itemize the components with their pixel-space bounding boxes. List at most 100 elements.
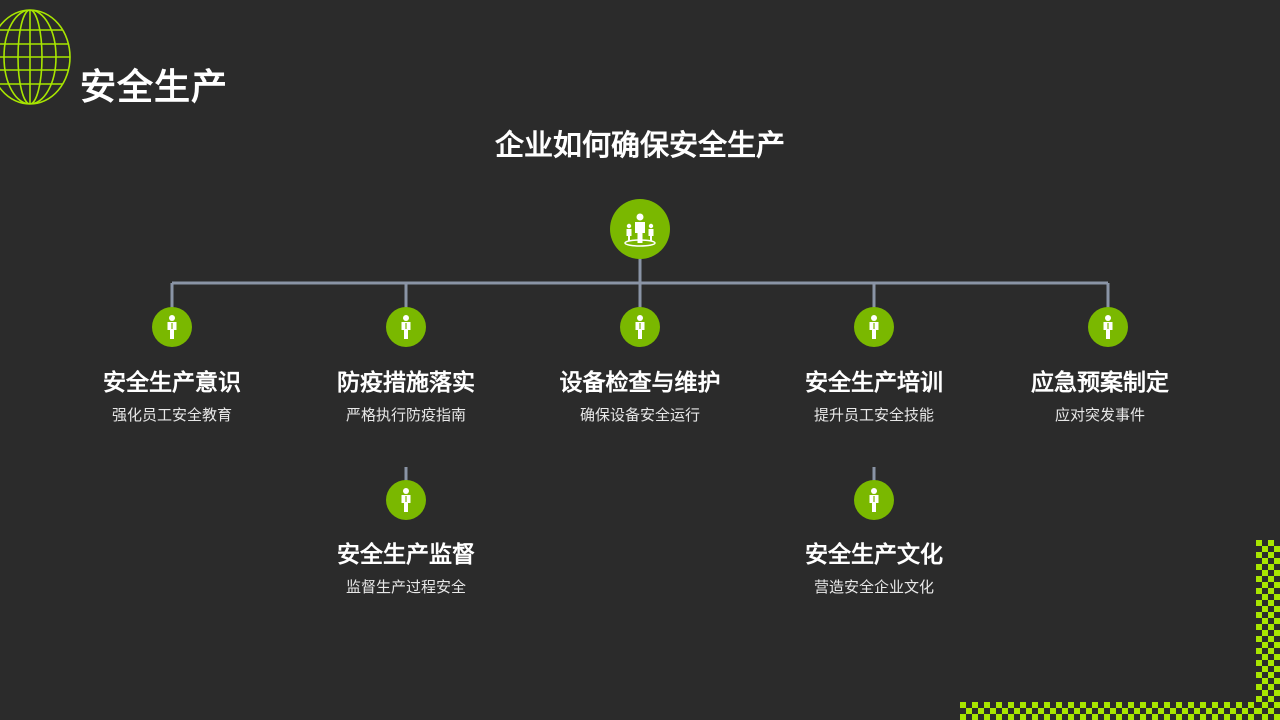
checker-square xyxy=(996,714,1002,720)
checker-square xyxy=(1074,708,1080,714)
checker-square xyxy=(1274,702,1280,708)
checker-square xyxy=(1274,582,1280,588)
checker-square xyxy=(1256,696,1262,702)
checker-square xyxy=(1274,666,1280,672)
checker-square xyxy=(1236,702,1242,708)
checker-square xyxy=(1274,714,1280,720)
checker-square xyxy=(1268,588,1274,594)
checker-square xyxy=(1044,702,1050,708)
checker-square xyxy=(1086,708,1092,714)
checker-square xyxy=(1268,648,1274,654)
checker-square xyxy=(960,714,966,720)
checker-pattern xyxy=(960,540,1280,720)
node-icon-5 xyxy=(1088,307,1128,347)
checker-square xyxy=(1262,630,1268,636)
checker-square xyxy=(1262,678,1268,684)
checker-square xyxy=(1256,540,1262,546)
checker-square xyxy=(1128,702,1134,708)
checker-square xyxy=(1262,714,1268,720)
checker-square xyxy=(1152,714,1158,720)
checker-square xyxy=(1268,540,1274,546)
checker-square xyxy=(1262,582,1268,588)
checker-square xyxy=(1176,714,1182,720)
checker-square xyxy=(984,714,990,720)
checker-square xyxy=(1256,648,1262,654)
checker-square xyxy=(1262,702,1268,708)
person-icon xyxy=(161,314,183,340)
subnode-subtitle-1: 监督生产过程安全 xyxy=(296,576,516,597)
person-icon xyxy=(395,314,417,340)
checker-square xyxy=(1152,702,1158,708)
checker-square xyxy=(1032,714,1038,720)
checker-square xyxy=(1256,600,1262,606)
checker-square xyxy=(1026,708,1032,714)
checker-square xyxy=(1092,702,1098,708)
checker-square xyxy=(1164,714,1170,720)
checker-square xyxy=(1068,702,1074,708)
checker-square xyxy=(1008,714,1014,720)
checker-square xyxy=(1056,702,1062,708)
checker-square xyxy=(1262,546,1268,552)
checker-square xyxy=(1242,708,1248,714)
checker-square xyxy=(1274,618,1280,624)
person-icon xyxy=(863,487,885,513)
checker-square xyxy=(1274,594,1280,600)
checker-square xyxy=(1262,558,1268,564)
checker-square xyxy=(1104,702,1110,708)
checker-square xyxy=(1254,708,1260,714)
checker-square xyxy=(1274,630,1280,636)
checker-square xyxy=(1268,600,1274,606)
checker-square xyxy=(1056,714,1062,720)
subnode-title-2: 安全生产文化 xyxy=(764,535,984,569)
checker-square xyxy=(1268,612,1274,618)
person-icon xyxy=(629,314,651,340)
root-node xyxy=(610,199,670,259)
checker-square xyxy=(1262,606,1268,612)
checker-square xyxy=(1274,654,1280,660)
node-title-5: 应急预案制定 xyxy=(990,363,1210,397)
checker-square xyxy=(1212,702,1218,708)
subnode-title-1: 安全生产监督 xyxy=(296,535,516,569)
checker-square xyxy=(1248,714,1254,720)
checker-square xyxy=(1008,702,1014,708)
checker-square xyxy=(1140,702,1146,708)
checker-square xyxy=(1268,624,1274,630)
node-subtitle-3: 确保设备安全运行 xyxy=(530,404,750,425)
checker-square xyxy=(1122,708,1128,714)
checker-square xyxy=(1080,702,1086,708)
checker-square xyxy=(1268,564,1274,570)
node-icon-3 xyxy=(620,307,660,347)
checker-square xyxy=(1274,690,1280,696)
checker-square xyxy=(1020,714,1026,720)
checker-square xyxy=(1268,576,1274,582)
node-subtitle-5: 应对突发事件 xyxy=(990,404,1210,425)
checker-square xyxy=(1274,606,1280,612)
checker-square xyxy=(1274,570,1280,576)
checker-square xyxy=(1256,624,1262,630)
checker-square xyxy=(1104,714,1110,720)
checker-square xyxy=(1256,672,1262,678)
person-icon xyxy=(395,487,417,513)
node-title-2: 防疫措施落实 xyxy=(296,363,516,397)
person-icon xyxy=(1097,314,1119,340)
checker-square xyxy=(1092,714,1098,720)
node-subtitle-2: 严格执行防疫指南 xyxy=(296,404,516,425)
checker-square xyxy=(1256,576,1262,582)
checker-square xyxy=(972,702,978,708)
checker-square xyxy=(1262,594,1268,600)
checker-square xyxy=(1256,588,1262,594)
checker-square xyxy=(1268,636,1274,642)
checker-square xyxy=(1116,714,1122,720)
checker-square xyxy=(1274,558,1280,564)
checker-square xyxy=(1098,708,1104,714)
checker-square xyxy=(966,708,972,714)
checker-square xyxy=(1134,708,1140,714)
checker-square xyxy=(1014,708,1020,714)
checker-square xyxy=(1224,714,1230,720)
checker-square xyxy=(1268,708,1274,714)
checker-square xyxy=(1146,708,1152,714)
node-title-3: 设备检查与维护 xyxy=(530,363,750,397)
checker-square xyxy=(1188,714,1194,720)
checker-square xyxy=(1274,678,1280,684)
checker-square xyxy=(1274,546,1280,552)
